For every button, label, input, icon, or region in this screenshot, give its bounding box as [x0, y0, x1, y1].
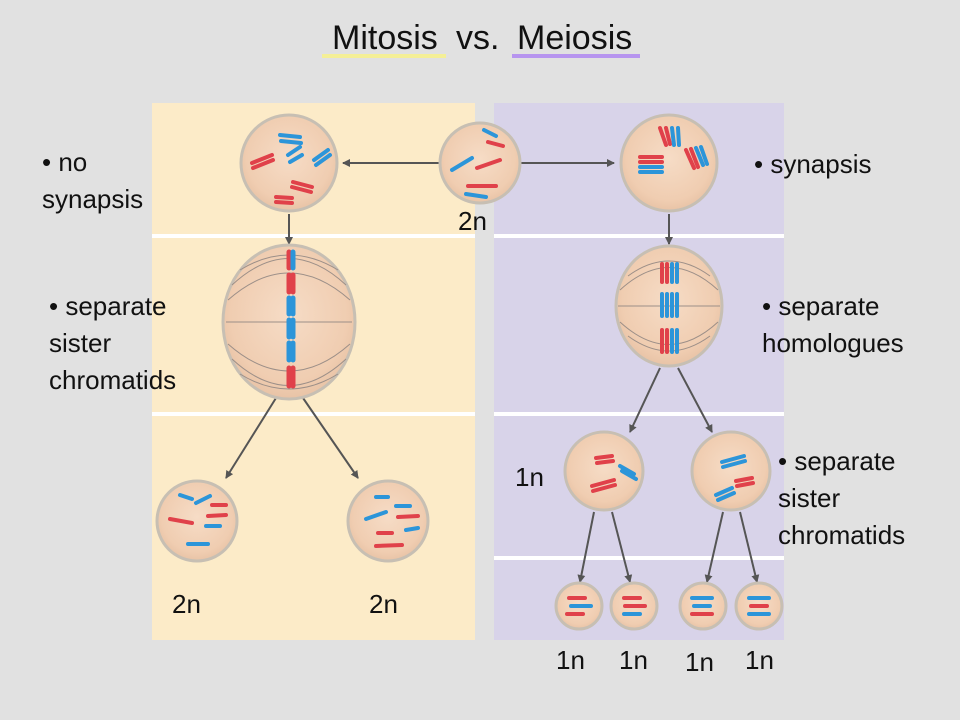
meiosis-metaphase-cell — [614, 244, 724, 368]
meiosis-daughter-cell-right — [690, 430, 772, 512]
label-synapsis: • synapsis — [754, 149, 872, 179]
mitosis-daughter-cell-left — [155, 479, 239, 563]
ploidy-gamete-2: 1n — [619, 645, 648, 675]
ploidy-meiosis-i: 1n — [515, 462, 544, 492]
label-mitosis-separate-sister-chromatids: • separate sister chromatids — [49, 291, 177, 395]
gamete-cell-3 — [678, 581, 728, 631]
gamete-cell-1 — [554, 581, 604, 631]
label-separate-homologues: • separate homologues — [762, 291, 904, 358]
ploidy-parent: 2n — [458, 206, 487, 236]
title-meiosis-underline — [512, 54, 640, 58]
meiosis-prophase-cell — [619, 113, 719, 213]
mitosis-daughter-cell-right — [346, 479, 430, 563]
gamete-cell-4 — [734, 581, 784, 631]
mitosis-metaphase-cell — [221, 243, 357, 401]
title-mitosis: Mitosis — [332, 19, 438, 57]
title-meiosis: Meiosis — [517, 19, 633, 57]
ploidy-gamete-1: 1n — [556, 645, 585, 675]
gamete-cell-2 — [609, 581, 659, 631]
title-vs: vs. — [456, 19, 500, 57]
label-meiosis-separate-sister-chromatids: • separate sister chromatids — [778, 446, 906, 550]
ploidy-gamete-3: 1n — [685, 647, 714, 677]
mitosis-prophase-cell — [239, 113, 339, 213]
ploidy-mitosis-daughter-left: 2n — [172, 589, 201, 619]
parent-cell — [438, 121, 522, 205]
ploidy-gamete-4: 1n — [745, 645, 774, 675]
title-mitosis-underline — [322, 54, 446, 58]
label-no-synapsis: • no synapsis — [42, 147, 144, 214]
arrows — [225, 159, 760, 583]
meiosis-daughter-cell-left — [563, 430, 645, 512]
panel-right-edge — [784, 558, 792, 640]
ploidy-mitosis-daughter-right: 2n — [369, 589, 398, 619]
